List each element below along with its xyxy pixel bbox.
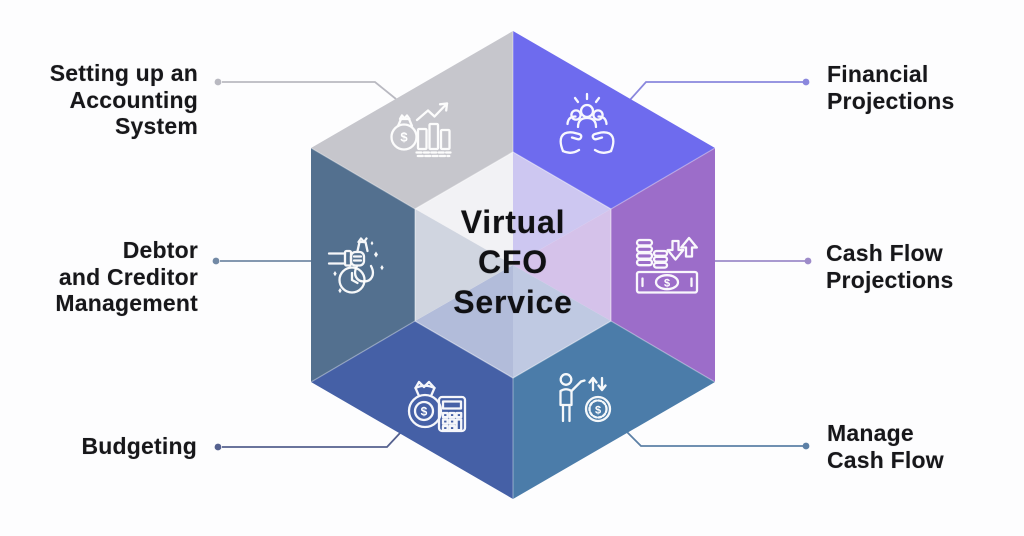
currency-glyph: $ [421, 404, 428, 418]
inner-facet-top-left [415, 152, 513, 265]
segment-financial-projections [513, 31, 715, 209]
segment-cashflow-projections [611, 148, 715, 382]
connector-cashflow [714, 257, 812, 265]
facet-seams [310, 31, 716, 499]
label-cashflow-projections: Cash Flow Projections [826, 240, 954, 293]
connector-manage [625, 430, 810, 450]
connector-budgeting [214, 431, 402, 451]
inner-facet-right [513, 209, 611, 321]
label-budgeting: Budgeting [81, 433, 197, 459]
inner-facet-left [415, 209, 513, 321]
inner-facet-bottom-right [513, 265, 611, 378]
label-accounting-system: Setting up an Accounting System [49, 60, 198, 139]
money-bag-chart-icon: $ [390, 102, 452, 158]
coins-banknote-arrows-icon: $ [635, 236, 699, 294]
connector-debtor [212, 257, 311, 265]
inner-facet-top-right [513, 152, 611, 265]
inner-hexagon [415, 152, 611, 378]
connector-accounting [214, 78, 397, 100]
segment-budgeting [311, 321, 513, 499]
currency-glyph: $ [595, 404, 601, 416]
label-financial-projections: Financial Projections [827, 61, 955, 114]
diagram-title: Virtual CFO Service [453, 204, 573, 320]
connector-financial [628, 78, 810, 102]
person-coin-arrows-icon: $ [559, 373, 612, 423]
label-manage-cashflow: Manage Cash Flow [827, 420, 944, 473]
segment-manage-cashflow [513, 321, 715, 499]
currency-glyph: $ [664, 278, 670, 290]
segment-accounting-system [311, 31, 513, 209]
inner-facet-bottom-left [415, 265, 513, 378]
money-bag-calculator-icon: $ [407, 380, 467, 433]
currency-glyph: $ [400, 130, 408, 145]
hands-holding-team-icon [559, 92, 615, 154]
label-debtor-creditor: Debtor and Creditor Management [55, 237, 198, 316]
